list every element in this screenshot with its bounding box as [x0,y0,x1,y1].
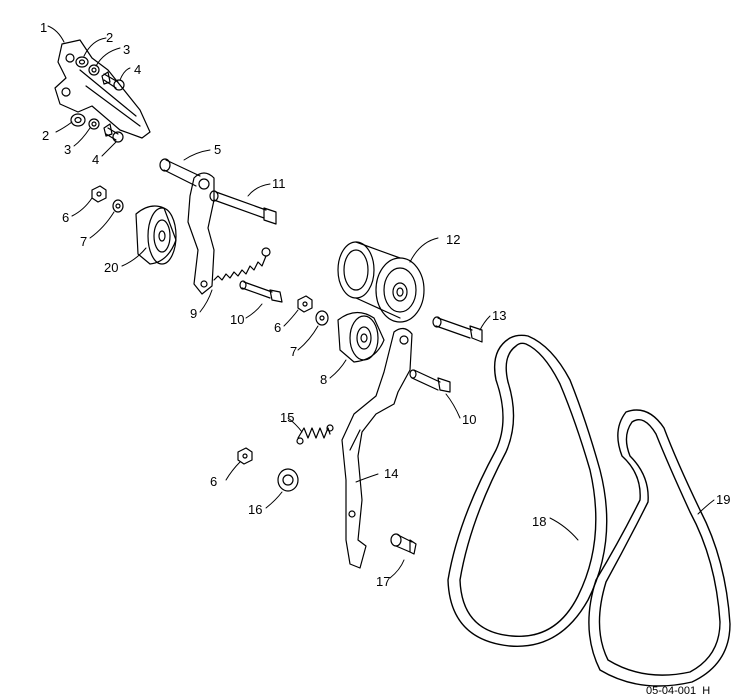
bolt-part-13 [432,316,483,343]
callout-1: 1 [40,20,47,35]
idler-arm-upper [187,172,215,295]
pivot-pin-part-5 [159,158,201,187]
idler-arm-part-14 [341,327,413,569]
v-idler-pulley-part-12 [337,241,425,323]
bolt-part-4-upper [101,71,125,91]
spacer-part-16 [277,468,299,492]
bolt-part-17 [390,533,417,555]
callout-6-a: 6 [62,210,69,225]
callout-16: 16 [248,502,262,517]
callout-4-lower: 4 [92,152,99,167]
bolt-part-11 [209,190,277,225]
callout-20: 20 [104,260,118,275]
callout-18: 18 [532,514,546,529]
bracket-plate-part-1 [54,39,151,139]
callout-14: 14 [384,466,398,481]
callout-8: 8 [320,372,327,387]
spring-part-9 [213,247,271,281]
callout-19: 19 [716,492,730,507]
nut-part-6-a [91,185,107,203]
callout-7-a: 7 [80,234,87,249]
callout-11: 11 [272,176,286,191]
callout-2-upper: 2 [106,30,113,45]
leader-lines [47,25,715,579]
belt-part-18 [447,334,608,647]
callout-5: 5 [214,142,221,157]
flat-pulley-part-8 [337,311,385,363]
callout-2-lower: 2 [42,128,49,143]
belt-part-19 [588,409,731,687]
callout-6-c: 6 [210,474,217,489]
callout-7-b: 7 [290,344,297,359]
spring-part-15 [296,424,334,445]
callout-13: 13 [492,308,506,323]
callout-10-b: 10 [462,412,476,427]
callout-12: 12 [446,232,460,247]
bolt-part-10-a [239,280,283,303]
washer-part-2-lower [70,113,86,127]
lock-washer-part-3-lower [88,118,100,130]
idler-pulley-part-20 [135,205,177,265]
washer-part-7-a [112,199,124,213]
nut-part-6-b [297,295,313,313]
callout-10-a: 10 [230,312,244,327]
drawing-code: 05-04-001_H [646,685,710,694]
callout-15: 15 [280,410,294,425]
washer-part-2-upper [75,56,89,68]
callout-4-upper: 4 [134,62,141,77]
callout-labels: 1 2 3 4 2 3 4 5 11 6 7 20 9 10 12 6 7 8 … [40,20,730,694]
callout-6-b: 6 [274,320,281,335]
callout-9: 9 [190,306,197,321]
bolt-part-10-b [409,369,451,393]
washer-part-7-b [315,310,329,326]
lock-washer-part-3-upper [88,64,100,76]
callout-3-upper: 3 [123,42,130,57]
callout-3-lower: 3 [64,142,71,157]
callout-17: 17 [376,574,390,589]
bolt-part-4-lower [103,123,124,143]
nut-part-6-c [237,447,253,465]
